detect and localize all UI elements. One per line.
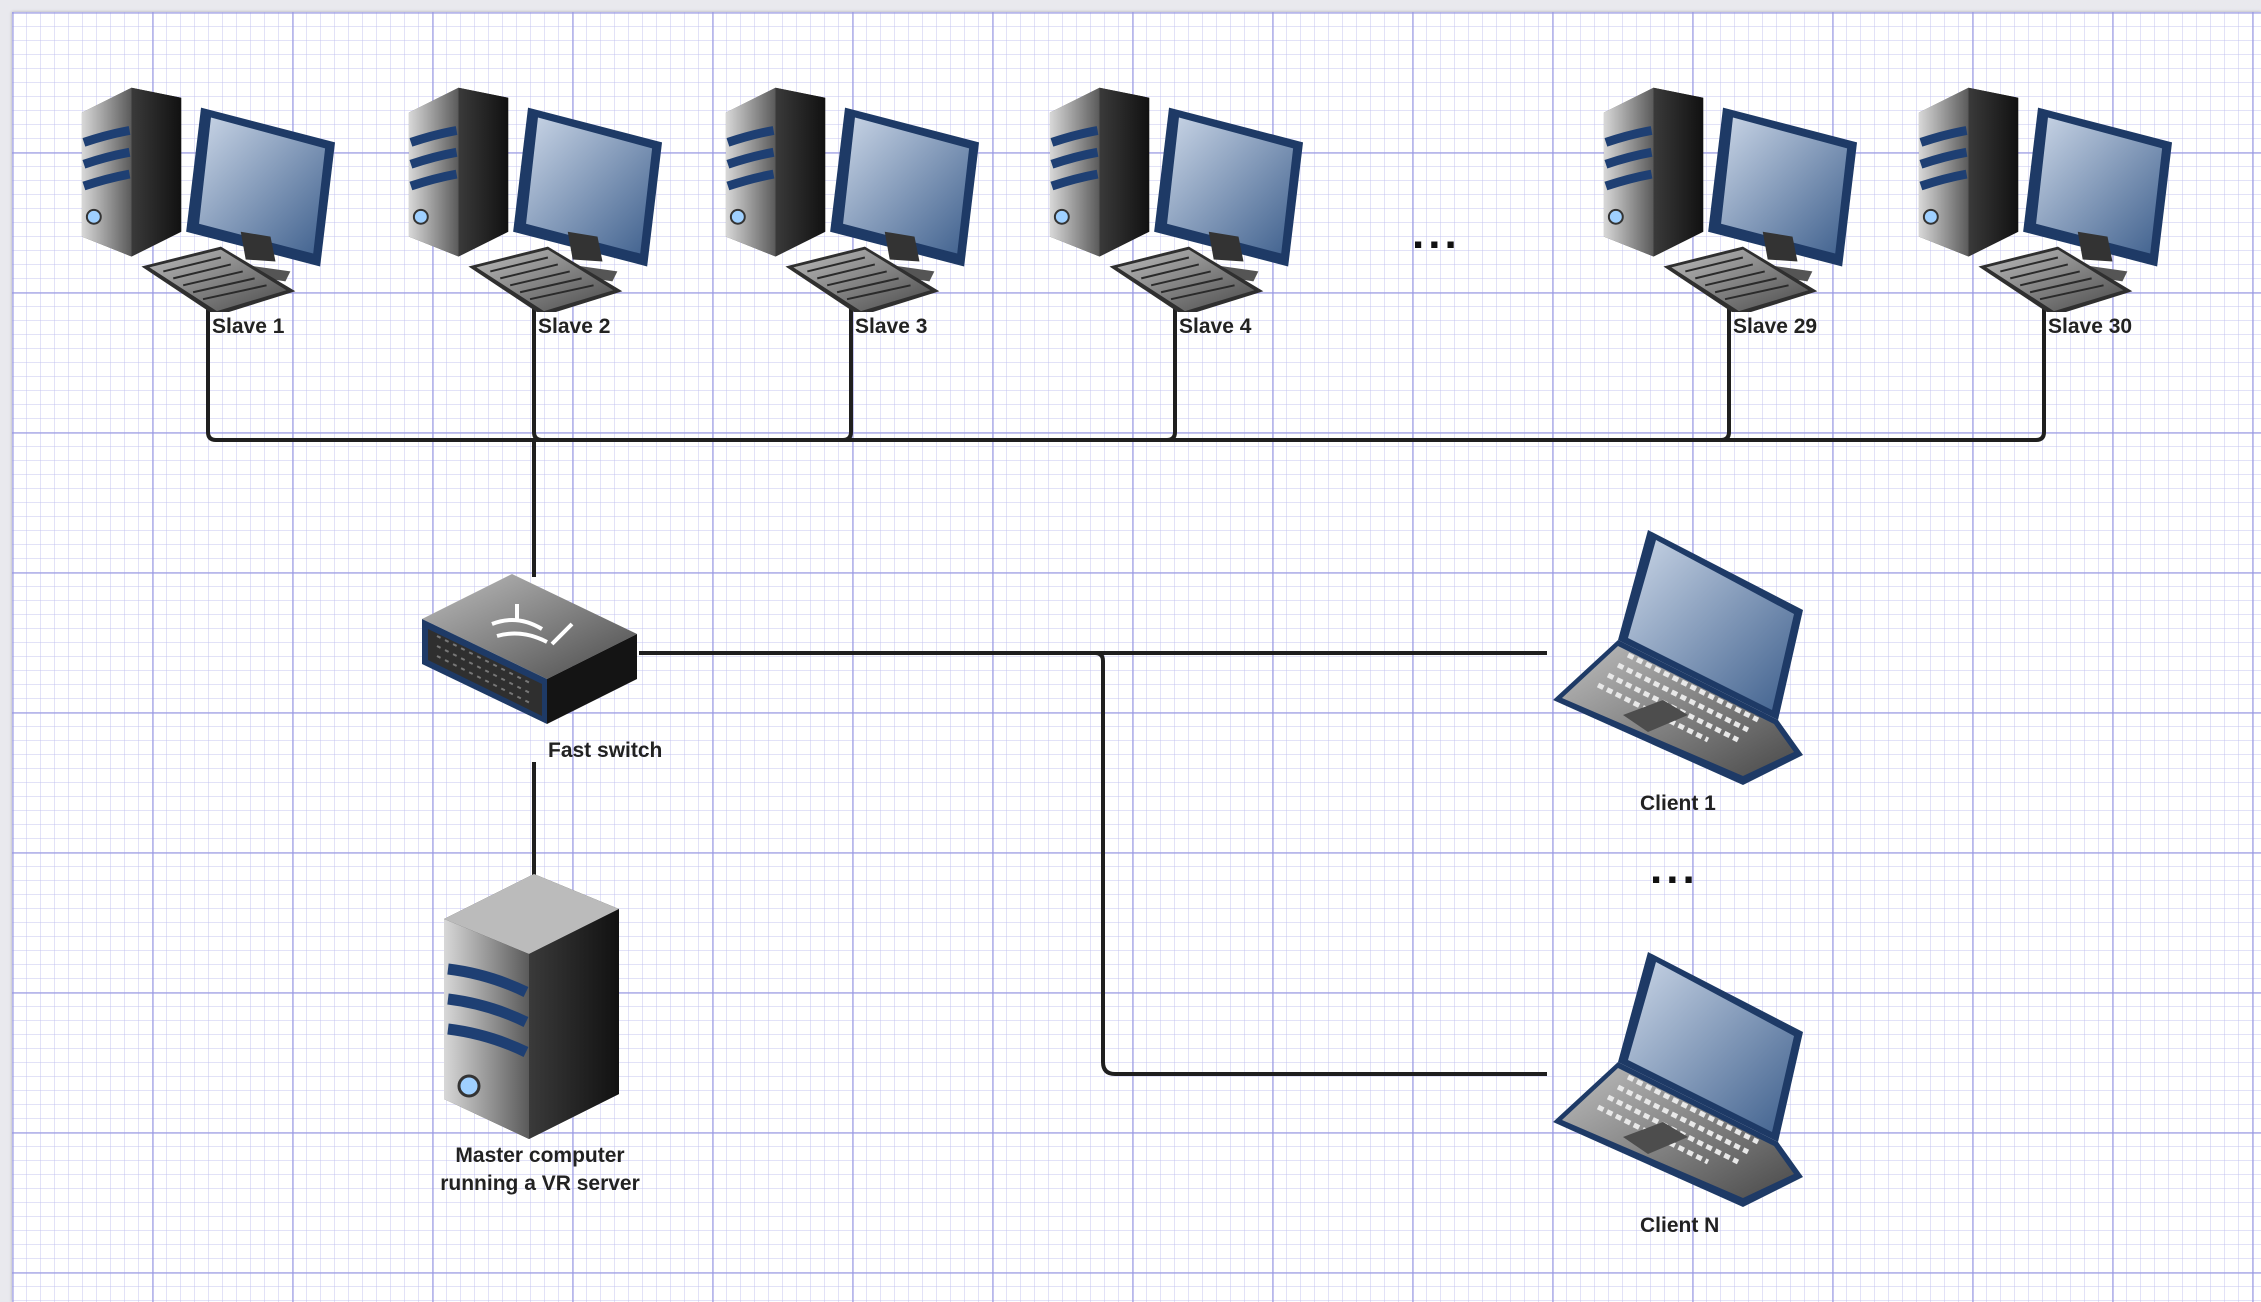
slave-29-workstation-icon xyxy=(1594,72,1862,312)
slave-29-label: Slave 29 xyxy=(1733,315,1818,338)
slave-3-label: Slave 3 xyxy=(855,315,928,338)
switch-to-client-n-wire xyxy=(1094,651,1547,1076)
slave-3-wire xyxy=(842,304,853,442)
connection-lines xyxy=(206,304,2046,1076)
client-1-laptop-icon xyxy=(1548,520,1818,790)
fast-switch-label: Fast switch xyxy=(548,739,663,762)
client-ellipsis: ... xyxy=(1650,844,1699,893)
slave-4-wire xyxy=(1166,304,1177,442)
client-n-label: Client N xyxy=(1640,1214,1720,1237)
diagram-canvas: Slave 1 Slave 2 Slave 3 Slave 4 ... Slav… xyxy=(12,12,2261,1302)
fast-switch-icon xyxy=(422,574,642,724)
master-label-line-2: running a VR server xyxy=(440,1172,640,1195)
slave-30-workstation-icon xyxy=(1909,72,2177,312)
slave-29-wire xyxy=(1720,304,1731,442)
slave-3-workstation-icon xyxy=(716,72,984,312)
slave-1-label: Slave 1 xyxy=(212,315,285,338)
slave-ellipsis: ... xyxy=(1412,209,1461,258)
slave-30-label: Slave 30 xyxy=(2048,315,2133,338)
slave-1-workstation-icon xyxy=(72,72,340,312)
master-server-icon xyxy=(444,874,624,1144)
slave-1-wire xyxy=(206,304,534,442)
slave-4-label: Slave 4 xyxy=(1179,315,1252,338)
slave-4-workstation-icon xyxy=(1040,72,1308,312)
client-1-label: Client 1 xyxy=(1640,792,1716,815)
client-n-laptop-icon xyxy=(1548,942,1818,1212)
slave-2-label: Slave 2 xyxy=(538,315,611,338)
slave-30-wire xyxy=(534,304,2046,442)
slave-2-workstation-icon xyxy=(399,72,667,312)
master-label-line-1: Master computer xyxy=(455,1144,625,1167)
